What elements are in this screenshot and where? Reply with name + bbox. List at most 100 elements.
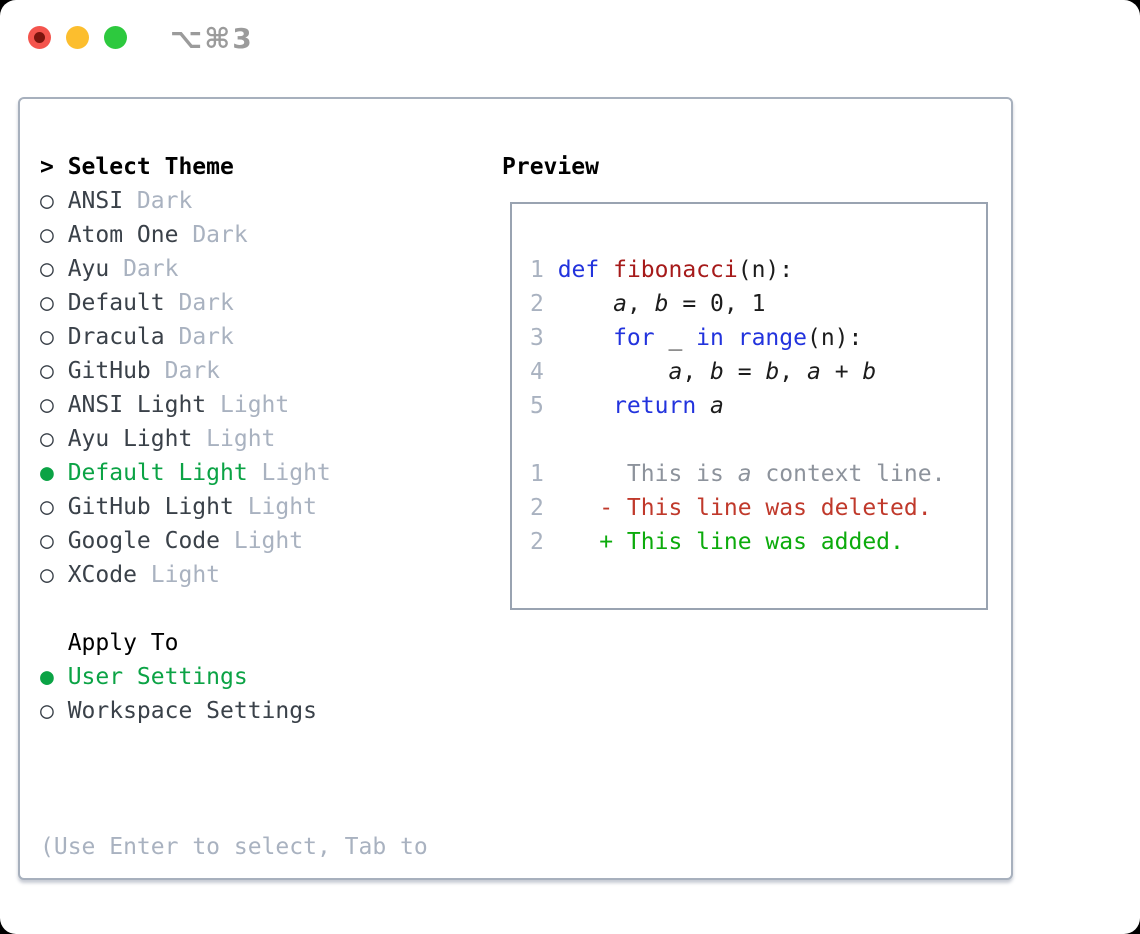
code-segment bbox=[558, 291, 613, 317]
code-segment: = 0, 1 bbox=[668, 291, 766, 317]
line-number: 4 bbox=[530, 359, 544, 385]
theme-name: Default Light bbox=[67, 460, 248, 486]
radio-selected-icon: ● bbox=[40, 664, 54, 690]
radio-icon: ○ bbox=[40, 358, 54, 384]
theme-variant: Dark bbox=[136, 188, 193, 214]
radio-icon: ○ bbox=[40, 562, 54, 588]
code-segment: a bbox=[737, 461, 752, 487]
hint-text: (Use Enter to select, Tab to change focu… bbox=[40, 762, 428, 934]
code-segment: (n): bbox=[806, 325, 863, 351]
code-segment: , bbox=[626, 291, 655, 317]
theme-variant: Light bbox=[233, 528, 304, 554]
apply-to-group: Apply To ●User Settings○Workspace Settin… bbox=[40, 626, 428, 728]
minimize-button[interactable] bbox=[66, 26, 89, 49]
theme-name: GitHub bbox=[67, 358, 151, 384]
code-segment: + This line was added. bbox=[557, 529, 904, 555]
cursor-icon: > bbox=[40, 154, 54, 180]
apply-to-options: ●User Settings ○ Workspace Settings bbox=[40, 660, 428, 728]
theme-option[interactable]: ○ Default Dark bbox=[40, 286, 428, 320]
theme-variant: Dark bbox=[178, 324, 234, 350]
close-button[interactable] bbox=[28, 26, 51, 49]
theme-variant: Light bbox=[220, 392, 290, 418]
theme-name: Ayu Light bbox=[67, 426, 193, 452]
theme-name: Atom One bbox=[67, 222, 179, 248]
code-segment: b bbox=[862, 359, 877, 385]
radio-icon: ○ bbox=[40, 324, 54, 350]
apply-option-label: Workspace Settings bbox=[67, 698, 317, 724]
preview-line: 5 return a bbox=[530, 389, 986, 423]
code-segment: b bbox=[654, 291, 669, 317]
theme-option[interactable]: ● Default Light Light bbox=[40, 456, 428, 490]
code-segment: - This line was deleted. bbox=[557, 495, 932, 521]
theme-name: ANSI bbox=[67, 188, 124, 214]
code-segment: range bbox=[737, 325, 807, 351]
radio-icon: ○ bbox=[40, 256, 54, 282]
code-segment bbox=[724, 325, 738, 351]
code-segment: , bbox=[779, 359, 807, 385]
line-number: 1 bbox=[530, 461, 544, 487]
code-segment: context line. bbox=[751, 461, 946, 487]
code-segment: , bbox=[682, 359, 711, 385]
theme-variant: Light bbox=[261, 460, 331, 486]
preview-line: 2 - This line was deleted. bbox=[530, 491, 986, 525]
theme-name: Default bbox=[67, 290, 165, 316]
preview-line bbox=[530, 423, 986, 457]
radio-icon: ○ bbox=[40, 290, 54, 316]
theme-variant: Dark bbox=[178, 290, 234, 316]
code-segment: a bbox=[807, 359, 821, 385]
theme-option[interactable]: ○ Ayu Light Light bbox=[40, 422, 428, 456]
theme-option[interactable]: ○ GitHub Dark bbox=[40, 354, 428, 388]
code-segment: for bbox=[613, 325, 655, 351]
line-number: 2 bbox=[530, 529, 544, 555]
hint-line-1: (Use Enter to select, Tab to bbox=[40, 834, 428, 860]
theme-name: XCode bbox=[67, 562, 137, 588]
apply-to-option[interactable]: ○ Workspace Settings bbox=[40, 694, 428, 728]
select-theme-label: Select Theme bbox=[67, 154, 234, 180]
theme-variant: Light bbox=[247, 494, 317, 520]
code-segment: + bbox=[820, 359, 863, 385]
line-number: 2 bbox=[530, 291, 544, 317]
theme-option[interactable]: ○ XCode Light bbox=[40, 558, 428, 592]
code-segment: a bbox=[668, 359, 683, 385]
theme-variant: Light bbox=[206, 426, 276, 452]
theme-name: Ayu bbox=[67, 256, 110, 282]
code-segment bbox=[599, 257, 613, 283]
theme-name: GitHub Light bbox=[67, 494, 234, 520]
zoom-button[interactable] bbox=[104, 26, 127, 49]
radio-icon: ○ bbox=[40, 426, 54, 452]
code-segment bbox=[558, 359, 669, 385]
preview-line: 4 a, b = b, a + b bbox=[530, 355, 986, 389]
code-segment: This is bbox=[557, 461, 738, 487]
line-number: 2 bbox=[530, 495, 544, 521]
theme-option[interactable]: ○ GitHub Light Light bbox=[40, 490, 428, 524]
line-number: 3 bbox=[530, 325, 544, 351]
theme-option[interactable]: ○ ANSI Dark bbox=[40, 184, 428, 218]
code-segment bbox=[696, 393, 710, 419]
apply-to-option[interactable]: ●User Settings bbox=[40, 660, 428, 694]
code-segment: def bbox=[557, 257, 600, 283]
line-number: 5 bbox=[530, 393, 544, 419]
traffic-lights bbox=[28, 26, 127, 49]
radio-icon: ○ bbox=[40, 188, 54, 214]
theme-variant: Dark bbox=[164, 358, 221, 384]
radio-icon: ○ bbox=[40, 494, 54, 520]
radio-icon: ○ bbox=[40, 698, 54, 724]
theme-variant: Light bbox=[150, 562, 221, 588]
code-segment: a bbox=[613, 291, 627, 317]
code-segment: in bbox=[696, 325, 724, 351]
radio-selected-icon: ● bbox=[40, 460, 54, 486]
code-segment: fibonacci bbox=[613, 257, 738, 283]
close-dot-icon bbox=[34, 32, 45, 43]
code-segment bbox=[558, 325, 613, 351]
preview-header: Preview bbox=[502, 154, 599, 180]
